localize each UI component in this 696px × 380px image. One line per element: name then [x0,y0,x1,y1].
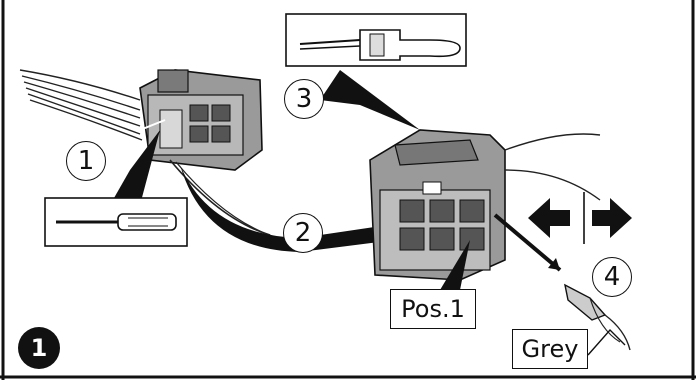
step-4-marker: 4 [592,257,632,297]
pointer-step1 [110,130,160,205]
position-label: Pos.1 [390,289,476,329]
left-right-arrows-icon [528,192,632,244]
extraction-line [493,213,562,272]
harness-wires-left [19,69,143,141]
figure-number-badge: 1 [18,327,60,369]
step-3-marker: 3 [284,79,324,119]
pointer-pos1 [440,240,470,290]
step-1-marker: 1 [66,141,106,181]
pointer-step3 [320,70,420,130]
step-2-marker: 2 [283,213,323,253]
connector-housing-center [369,129,506,281]
wire-color-label: Grey [512,329,588,369]
move-arrow [180,165,435,252]
harness-wire-right [504,133,601,151]
flat-screwdriver-icon [44,197,188,247]
terminal-release-tool-icon [285,13,467,67]
pointer-grey [587,328,626,356]
terminal-pin [564,283,631,351]
connector-housing-left [139,69,263,171]
